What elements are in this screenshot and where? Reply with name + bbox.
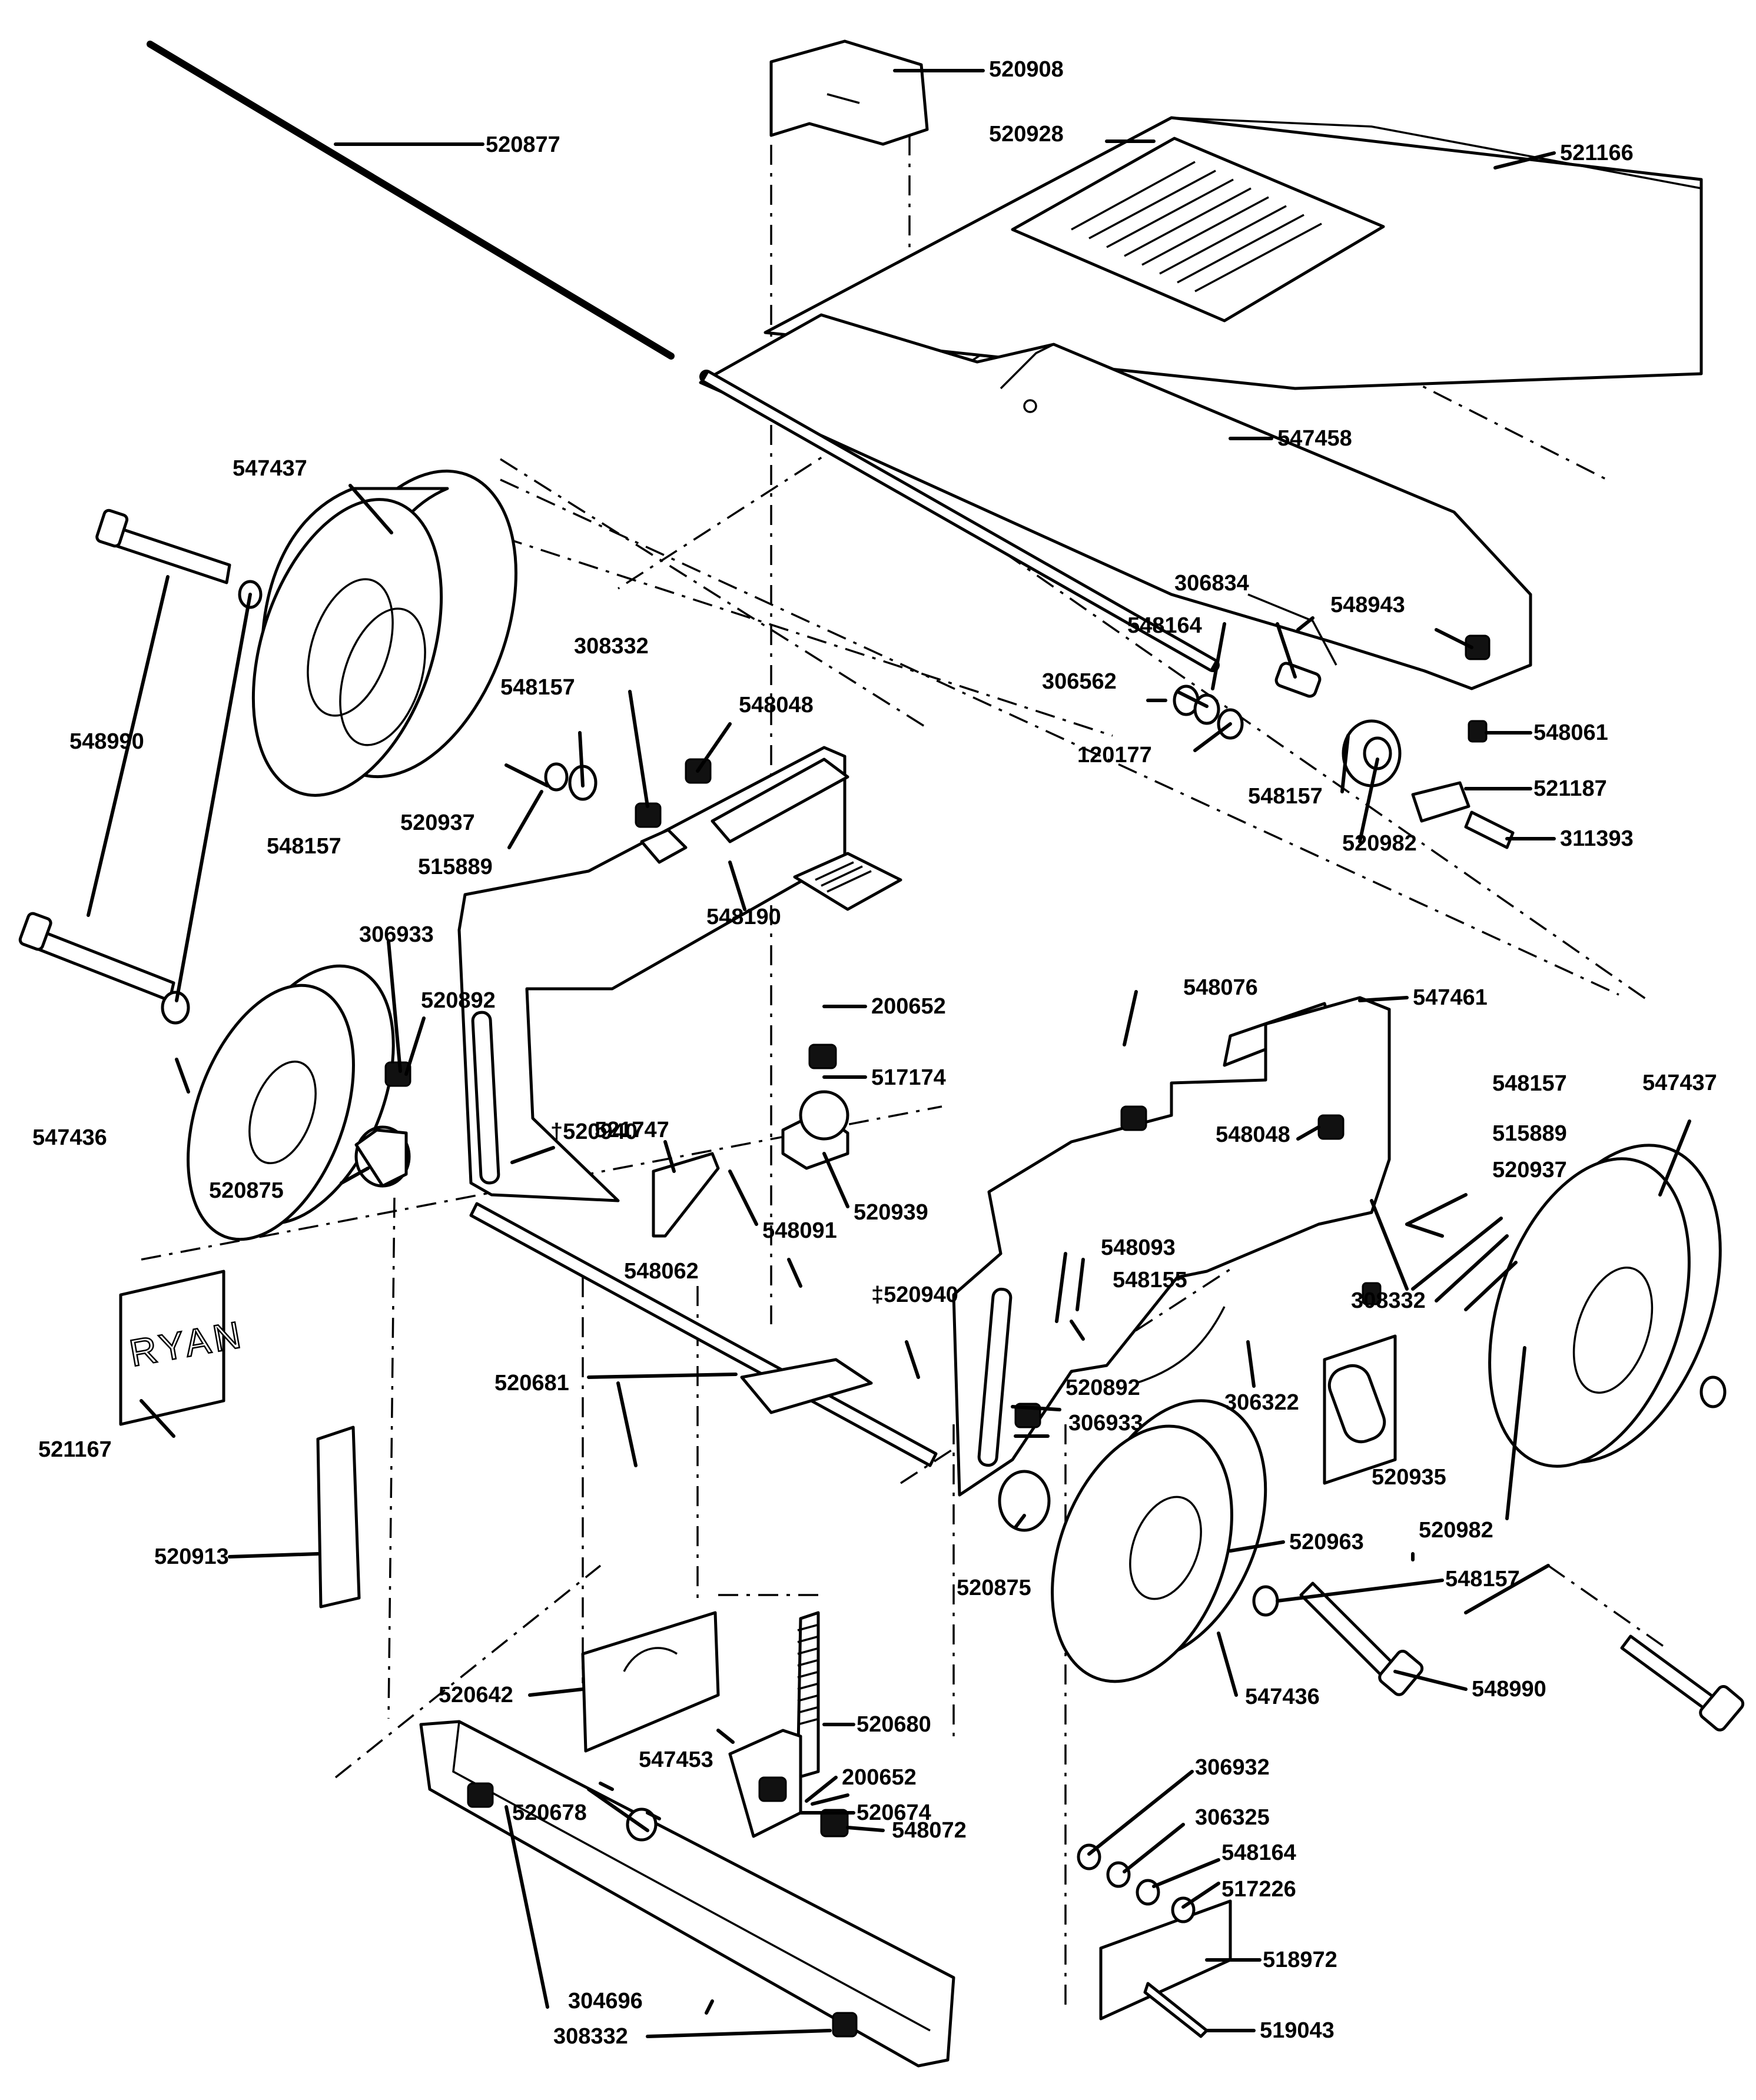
label-548943: 548943	[1330, 593, 1405, 617]
part-521187	[1411, 781, 1470, 823]
label-515889-right: 515889	[1492, 1121, 1567, 1146]
label-520913: 520913	[154, 1544, 229, 1569]
label-548190: 548190	[706, 905, 781, 929]
pivot-hardware	[384, 634, 1515, 1428]
label-520681: 520681	[494, 1371, 569, 1395]
label-547458: 547458	[1277, 426, 1352, 451]
label-306562: 306562	[1042, 669, 1117, 694]
label-520982-pivot: 520982	[1342, 831, 1417, 856]
part-547458-housing	[699, 313, 1532, 690]
label-520892-left: 520892	[421, 988, 496, 1013]
part-520928-decal	[1011, 137, 1385, 323]
label-548048-lower: 548048	[1216, 1122, 1290, 1147]
label-548155: 548155	[1113, 1268, 1187, 1292]
label-548164-lower: 548164	[1221, 1840, 1296, 1865]
label-548076: 548076	[1183, 975, 1258, 1000]
left-wheels	[18, 469, 517, 1241]
label-200652-lower: 200652	[842, 1765, 917, 1790]
pin-519043	[1143, 1982, 1209, 2038]
part-520908-strip	[769, 39, 929, 146]
label-548990-left: 548990	[69, 729, 144, 754]
label-308332-lower: 308332	[553, 2024, 628, 2049]
label-547437-upper: 547437	[233, 456, 307, 481]
label-308332-upper: 308332	[574, 634, 649, 659]
label-517226: 517226	[1221, 1877, 1296, 1902]
label-548093: 548093	[1101, 1235, 1176, 1260]
label-520928: 520928	[989, 122, 1064, 147]
label-547437-right: 547437	[1642, 1071, 1717, 1095]
label-548157-upper: 548157	[500, 675, 575, 700]
label-548164-upper: 548164	[1127, 613, 1202, 638]
label-306933-right: 306933	[1068, 1411, 1143, 1436]
label-547453: 547453	[639, 1747, 713, 1772]
label-521167: 521167	[38, 1437, 112, 1462]
label-306834: 306834	[1174, 571, 1249, 596]
label-304696: 304696	[568, 1989, 643, 2013]
label-548061: 548061	[1533, 720, 1608, 745]
label-520674: 520674	[857, 1800, 931, 1825]
label-520877: 520877	[486, 132, 560, 157]
part-520681-handle	[740, 1358, 873, 1414]
label-548048-upper: 548048	[739, 693, 814, 717]
part-547461-plate	[952, 996, 1391, 1497]
part-521167-logo-plate	[119, 1270, 225, 1426]
part-521747-lever	[652, 1152, 720, 1238]
label-520940-dagger: †520940	[550, 1119, 638, 1144]
label-518972: 518972	[1263, 1948, 1337, 1972]
label-521166: 521166	[1560, 141, 1634, 165]
label-519043: 519043	[1260, 2018, 1335, 2043]
label-548157-left: 548157	[267, 834, 341, 859]
label-520963: 520963	[1289, 1530, 1364, 1554]
label-200652-upper: 200652	[871, 994, 946, 1019]
part-520913-strip	[316, 1426, 361, 1609]
label-520940-ddagger: ‡520940	[871, 1282, 958, 1307]
label-520939: 520939	[854, 1200, 928, 1225]
label-521187: 521187	[1533, 776, 1607, 801]
bolt-upper	[110, 525, 231, 584]
bolt-lower	[32, 928, 175, 1002]
part-labels: 520908 520877 520928 521166 547458 54743…	[32, 57, 1717, 2049]
label-515889-left: 515889	[418, 855, 493, 879]
label-517174: 517174	[871, 1065, 946, 1090]
label-548990-right: 548990	[1472, 1677, 1546, 1702]
label-520642: 520642	[439, 1683, 513, 1707]
label-548157-pivot: 548157	[1248, 784, 1323, 809]
label-311393: 311393	[1560, 826, 1634, 851]
label-520937-right: 520937	[1492, 1158, 1567, 1182]
left-frame	[457, 746, 902, 1202]
label-548157-lower: 548157	[1445, 1567, 1520, 1591]
label-306325: 306325	[1195, 1805, 1270, 1830]
label-520875-left: 520875	[209, 1178, 284, 1203]
label-520982-right: 520982	[1419, 1518, 1493, 1543]
label-520935: 520935	[1372, 1465, 1446, 1490]
label-548091: 548091	[762, 1218, 837, 1243]
label-520937-left: 520937	[400, 810, 475, 835]
label-520892-right: 520892	[1065, 1375, 1140, 1400]
upper-hood-assembly	[147, 39, 1703, 690]
label-548072: 548072	[892, 1818, 967, 1843]
label-308332-right: 308332	[1351, 1288, 1426, 1313]
part-548048-plate	[457, 746, 847, 1202]
label-120177: 120177	[1077, 743, 1152, 767]
label-547436-left: 547436	[32, 1125, 107, 1150]
right-frame	[952, 996, 1397, 1497]
label-520875-right: 520875	[957, 1576, 1031, 1600]
label-548062: 548062	[624, 1259, 699, 1284]
part-520642-bracket	[581, 1611, 720, 1753]
label-547461: 547461	[1413, 985, 1488, 1010]
right-wheels	[998, 1144, 1745, 1732]
label-306932: 306932	[1195, 1755, 1270, 1780]
leader-lines	[87, 69, 1691, 2038]
label-520678: 520678	[512, 1800, 587, 1825]
label-547436-right: 547436	[1245, 1684, 1320, 1709]
label-520680: 520680	[857, 1712, 931, 1737]
label-306322: 306322	[1224, 1390, 1299, 1415]
label-548157-right: 548157	[1492, 1071, 1567, 1096]
label-521747-visible: 521747	[595, 1118, 669, 1142]
axle-assembly	[469, 1044, 938, 1467]
label-306933-left: 306933	[359, 922, 434, 947]
label-520908: 520908	[989, 57, 1064, 82]
lower-components: RYAN	[119, 1270, 1232, 2068]
